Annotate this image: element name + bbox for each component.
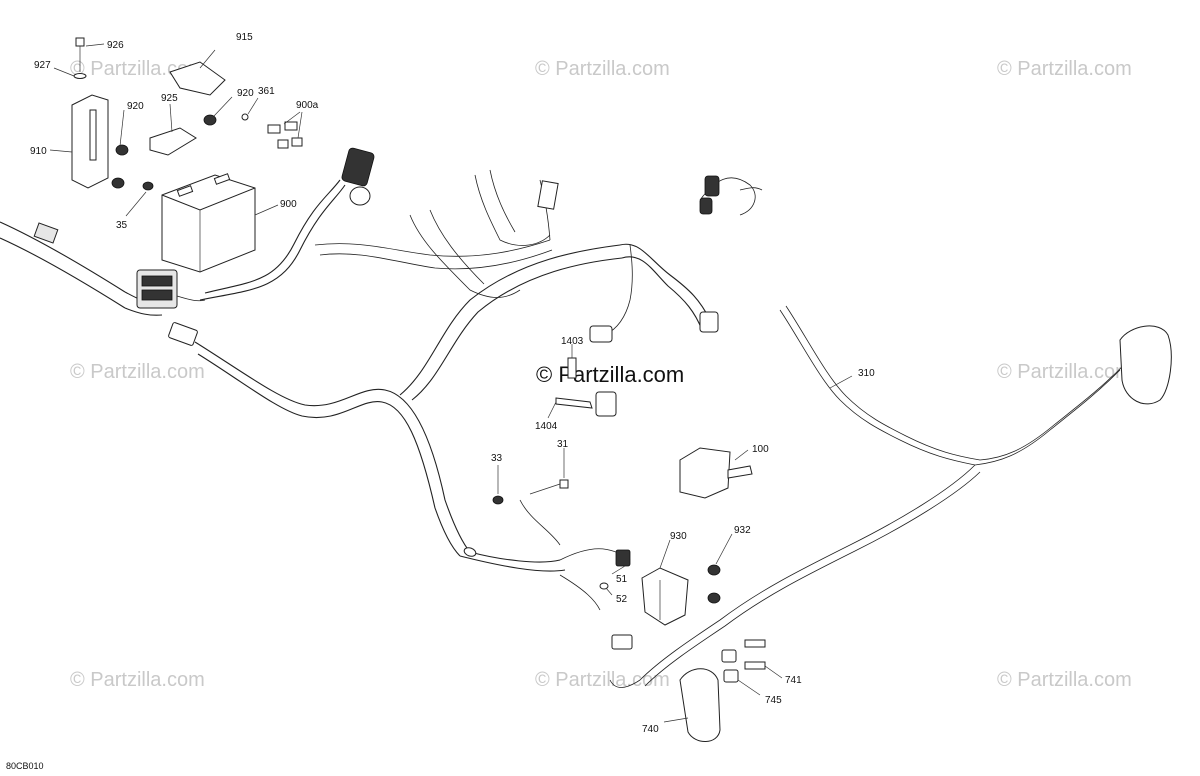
callout-51: 51 — [616, 574, 628, 585]
callout-100: 100 — [752, 444, 769, 455]
nut-33 — [492, 495, 504, 505]
cover-925 — [149, 127, 197, 156]
tail-light-right — [1119, 325, 1172, 405]
center-harness — [314, 169, 719, 343]
terminal-cover-915 — [169, 61, 226, 96]
watermarks: © Partzilla.com © Partzilla.com © Partzi… — [70, 58, 1132, 691]
leader-lines — [49, 43, 853, 723]
callout-925: 925 — [161, 93, 178, 104]
harness-310 — [609, 305, 1172, 688]
diagram-code: 80CB010 — [6, 761, 44, 771]
harness-connector-center — [589, 325, 613, 343]
sensor-assembly — [555, 357, 617, 417]
battery-900 — [161, 173, 256, 273]
callout-35: 35 — [116, 220, 128, 231]
callout-920-left: 920 — [127, 101, 144, 112]
callout-labels: 926 915 927 920 925 920 361 900a 910 900… — [30, 32, 875, 735]
callout-930: 930 — [670, 531, 687, 542]
callout-1403: 1403 — [561, 336, 584, 347]
callout-900: 900 — [280, 199, 297, 210]
watermark-mid-left: © Partzilla.com — [70, 361, 205, 383]
ecu-connector — [136, 269, 206, 309]
callout-900a: 900a — [296, 100, 319, 111]
callout-920-right: 920 — [237, 88, 254, 99]
small-harness-top-right — [699, 175, 763, 216]
callout-927: 927 — [34, 60, 51, 71]
washer-927 — [73, 73, 87, 79]
callout-926: 926 — [107, 40, 124, 51]
module-100 — [679, 447, 753, 499]
callout-52: 52 — [616, 594, 628, 605]
watermark-mid-right: © Partzilla.com — [997, 361, 1132, 383]
watermark-top-right: © Partzilla.com — [997, 58, 1132, 80]
watermark-center: © Partzilla.com — [536, 362, 684, 387]
callout-310: 310 — [858, 368, 875, 379]
callout-910: 910 — [30, 146, 47, 157]
callout-915: 915 — [236, 32, 253, 43]
battery-group — [71, 37, 303, 273]
callout-932: 932 — [734, 525, 751, 536]
callout-31: 31 — [557, 439, 569, 450]
watermark-bottom-left: © Partzilla.com — [70, 669, 205, 691]
main-harness — [0, 147, 631, 611]
callout-1404: 1404 — [535, 421, 558, 432]
callout-745: 745 — [765, 695, 782, 706]
callout-741: 741 — [785, 675, 802, 686]
trunk-connector — [33, 222, 59, 244]
callout-740: 740 — [642, 724, 659, 735]
watermark-top-center: © Partzilla.com — [535, 58, 670, 80]
tail-light-740 — [679, 639, 766, 742]
watermark-bottom-center: © Partzilla.com — [535, 669, 670, 691]
watermark-bottom-right: © Partzilla.com — [997, 669, 1132, 691]
bolt-31 — [559, 479, 569, 489]
module-930 — [599, 549, 721, 626]
top-connector — [341, 147, 375, 206]
callout-361: 361 — [258, 86, 275, 97]
callout-33: 33 — [491, 453, 503, 464]
harness-connector-small — [168, 322, 198, 346]
